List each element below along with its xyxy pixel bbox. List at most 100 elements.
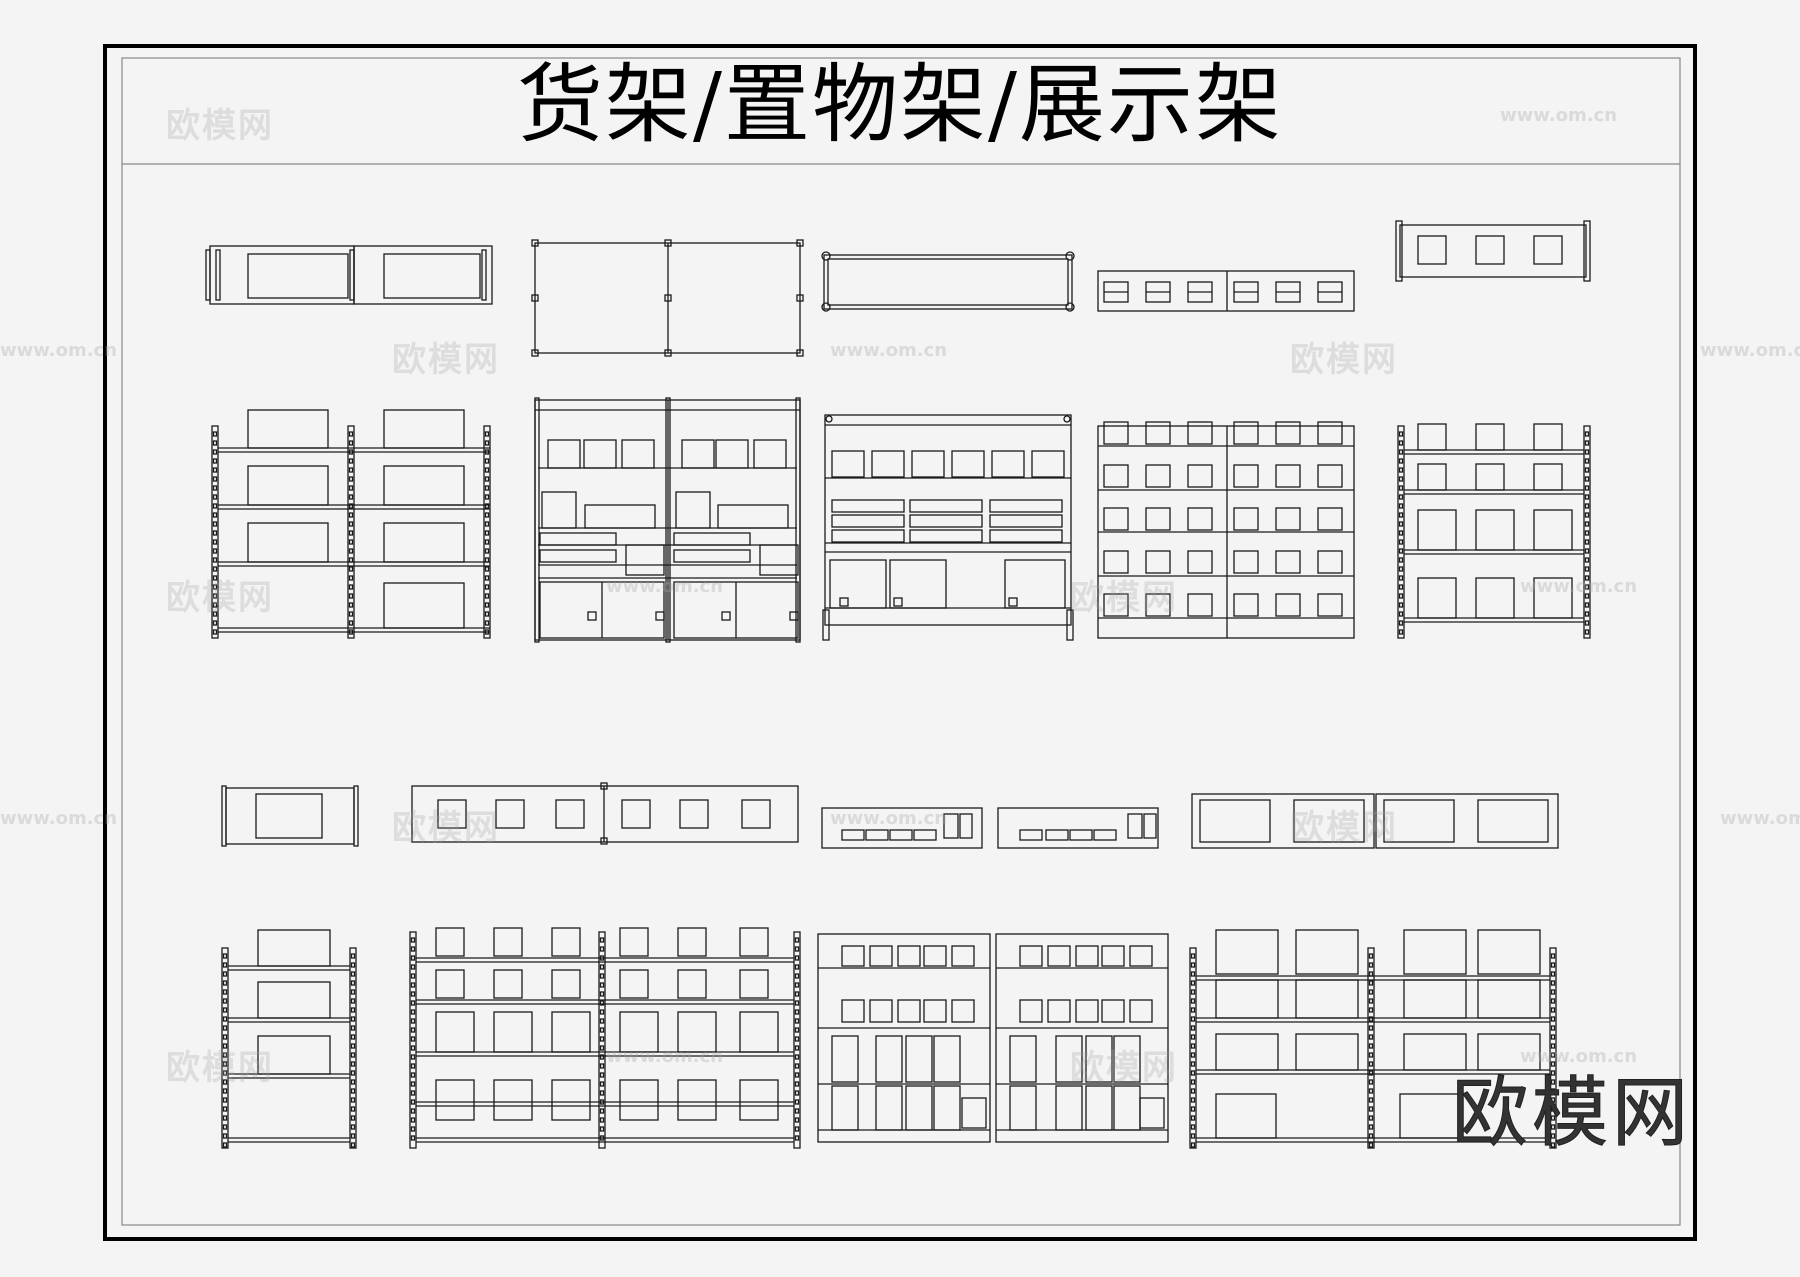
post-hole [410,1063,416,1069]
shelf-line [1103,550,1129,574]
shelf-line [1101,999,1125,1023]
post-hole [348,494,354,500]
post-hole [212,575,218,581]
shelf-line [1233,421,1259,445]
post-hole [1368,998,1374,1004]
post-hole [1584,629,1590,635]
outer-frame [103,44,1697,1241]
post-hole [350,989,356,995]
shelf-joint [821,251,831,261]
joint [664,349,672,357]
shelf-line [1583,220,1591,282]
plan-view [1399,224,1587,278]
watermark-url: www.om.cn [1520,576,1638,597]
post-hole [1190,1106,1196,1112]
post-hole [794,1045,800,1051]
shelf-line [1129,945,1153,967]
plan-view [823,254,1073,310]
shelf-line [1403,1033,1467,1071]
shelf-line [995,933,1169,1143]
shelf-line [1533,577,1573,619]
post-hole [794,1072,800,1078]
post-hole [350,1106,356,1112]
shelf-line [1295,929,1359,975]
post-hole [1368,1052,1374,1058]
shelf-line [1417,235,1447,265]
shelf-line [1477,799,1549,843]
shelf-line [1055,1035,1083,1083]
post-hole [599,1126,605,1132]
post-hole [212,530,218,536]
shelf-line [255,793,323,839]
shelf-line [1143,813,1157,839]
shelf-line [889,829,913,841]
shelf-line [1019,829,1043,841]
shelf-line [759,544,799,576]
post-hole [599,937,605,943]
shelf-line [1295,1033,1359,1071]
post-hole [1584,458,1590,464]
shelf-line [1417,577,1457,619]
post-hole [410,1000,416,1006]
upright-post [1367,947,1375,1149]
post-hole [1190,1007,1196,1013]
post-hole [484,593,490,599]
shelf-line [1199,799,1271,843]
plan-view [225,787,355,845]
post-hole [348,593,354,599]
shelf-line [681,439,715,469]
joint [796,239,804,247]
post-hole [1584,431,1590,437]
post-hole [1398,584,1404,590]
shelf-line [1103,464,1129,488]
shelf-line [1187,421,1213,445]
shelf-line [1317,593,1343,617]
post-hole [350,1079,356,1085]
upright-post [1189,947,1197,1149]
post-hole [1190,1061,1196,1067]
watermark-brand: 欧模网 [1290,808,1398,848]
shelf-line [1215,979,1279,1019]
post-hole [1550,1142,1556,1148]
shelf-line [1533,509,1573,551]
post-hole [599,973,605,979]
shelf-line [933,1035,961,1083]
post-hole [212,629,218,635]
post-hole [222,1034,228,1040]
post-hole [1550,1133,1556,1139]
post-hole [212,431,218,437]
post-hole [484,620,490,626]
shelf-line [831,450,865,478]
post-hole [1190,1097,1196,1103]
post-hole [1550,962,1556,968]
shelf-line [875,1085,903,1131]
post-hole [484,512,490,518]
plan-view [209,245,355,305]
post-hole [1368,1124,1374,1130]
post-hole [1368,1088,1374,1094]
shelf-line [1145,593,1171,617]
plan-view [1097,270,1355,312]
shelf-line [1103,507,1129,531]
post-hole [1190,1133,1196,1139]
post-hole [1368,1043,1374,1049]
shelf-line [869,999,893,1023]
shelf-line [933,1085,961,1131]
shelf-line [829,559,887,609]
shelf-line [831,499,905,513]
joint [664,239,672,247]
post-hole [212,620,218,626]
post-hole [348,611,354,617]
post-hole [1190,1016,1196,1022]
post-hole [1190,953,1196,959]
shelf-line [1145,421,1171,445]
shelf-line [1533,463,1563,491]
shelf-line [383,522,465,563]
shelf-line [822,609,830,641]
post-hole [1190,962,1196,968]
shelf-line [1233,507,1259,531]
shelf-line [1275,421,1301,445]
post-hole [1190,1034,1196,1040]
post-hole [484,521,490,527]
post-hole [1190,998,1196,1004]
